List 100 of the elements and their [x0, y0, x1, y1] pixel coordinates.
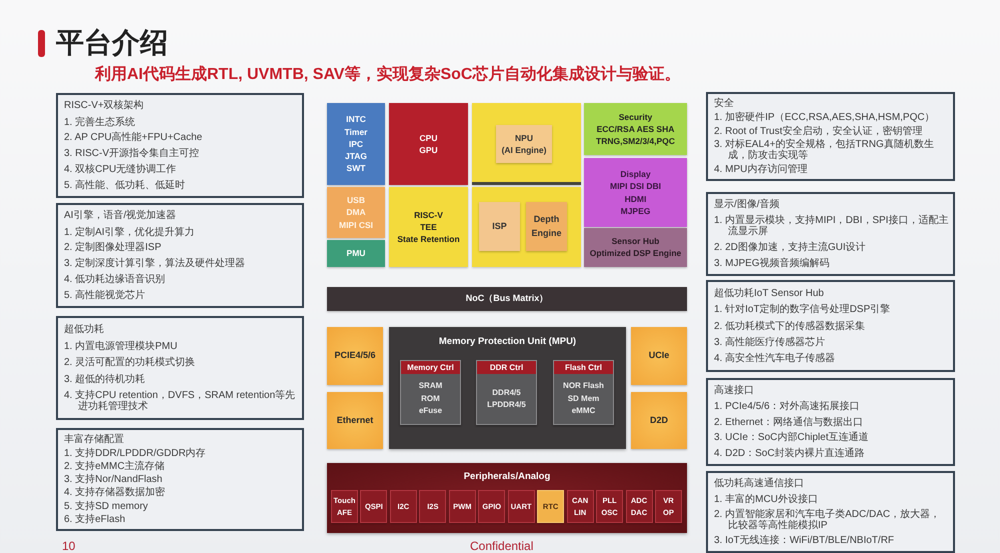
module-label: PCIE4/5/6	[334, 349, 376, 362]
controller-block	[553, 360, 614, 425]
interface-block	[327, 327, 383, 385]
module-block	[327, 240, 385, 267]
module-label: Sensor Hub	[612, 236, 660, 248]
module-label: SRAM	[418, 380, 444, 392]
controller-header: Flash Ctrl	[554, 361, 613, 374]
peripheral-module	[654, 490, 682, 523]
list-item: 3. 定制深度计算引擎，算法及硬件处理器	[64, 258, 246, 270]
module-label: Timer	[344, 126, 368, 138]
module-label: Optimized DSP Engine	[590, 248, 682, 259]
module-label: eFuse	[418, 405, 444, 418]
list-item: 2. 内置智能家居和汽车电子类ADC/DAC，放大器，比较器等高性能模拟IP	[714, 508, 942, 531]
module-label: LPDDR4/5	[486, 399, 527, 411]
list-item: 4. 高安全性汽车电子传感器	[714, 353, 836, 364]
module-label: Security	[618, 110, 652, 123]
peripheral-module	[390, 490, 417, 523]
list-item: 1. 完善生态系统	[64, 116, 136, 128]
module-block	[584, 228, 687, 267]
list-item: 5. 高性能、低功耗、低延时	[64, 180, 186, 191]
list-item: 4. MPU内存访问管理	[714, 164, 808, 175]
list-item: 3. 对标EAL4+的安全规格，包括TRNG真随机数生成，防攻击实现等	[714, 139, 935, 162]
list-item: 1. 针对IoT定制的数字信号处理DSP引擎	[714, 304, 892, 316]
feature-panel	[56, 203, 304, 308]
module-block	[389, 187, 468, 267]
panel-heading: 低功耗高速通信接口	[714, 478, 805, 490]
peripheral-module	[478, 490, 506, 523]
module-label: ISP	[492, 220, 507, 233]
list-item: 2. 定制图像处理器ISP	[64, 242, 162, 254]
module-block	[389, 103, 468, 185]
peripheral-module	[331, 490, 358, 523]
module-block	[584, 103, 687, 155]
module-label: HDMI	[624, 192, 646, 205]
page-number: 10	[62, 539, 76, 553]
list-item: 1. PCIe4/5/6：对外高速拓展接口	[714, 401, 861, 412]
panel-heading: 超低功耗	[64, 324, 105, 336]
feature-panel	[706, 280, 955, 372]
engine-block	[526, 202, 567, 251]
peripheral-module	[596, 490, 624, 523]
module-label: USB	[347, 194, 365, 206]
peripheral-module	[360, 490, 388, 523]
panel-heading: 丰富存储配置	[64, 434, 125, 446]
panel-heading: RISC-V+双核架构	[64, 100, 145, 112]
module-label: SWT	[346, 162, 366, 175]
module-label: Ethernet	[336, 414, 374, 427]
interface-block	[631, 392, 687, 449]
module-label: DMA	[346, 206, 366, 219]
list-item: 2. 支持eMMC主流存储	[64, 461, 166, 472]
module-label: Depth Engine	[530, 213, 562, 240]
controller-block	[476, 360, 537, 425]
confidential-note: Confidential	[470, 539, 534, 553]
module-block	[472, 187, 581, 267]
module-block	[472, 103, 581, 185]
panel-heading: 安全	[714, 98, 735, 110]
panel-heading: 超低功耗IoT Sensor Hub	[714, 288, 825, 300]
peripheral-block	[327, 463, 687, 533]
list-item: 3. IoT无线连接：WiFi/BT/BLE/NBIoT/RF	[714, 534, 896, 546]
list-item: 4. 低功耗边缘语音识别	[64, 274, 166, 285]
module-label: MJPEG	[620, 204, 650, 218]
list-item: 4. 支持CPU retention，DVFS，SRAM retention等先进功耗管理技术	[64, 390, 296, 412]
peripheral-module	[448, 490, 476, 523]
list-item: 4. 支持存储器数据加密	[64, 487, 166, 498]
module-label: eMMC	[570, 405, 596, 418]
module-label: UCIe	[648, 349, 670, 362]
module-label: IPC	[348, 138, 364, 150]
module-label: State Retention	[397, 233, 460, 246]
slide-subtitle: 利用AI代码生成RTL, UVMTB, SAV等，实现复杂SoC芯片自动化集成设计与验证。	[95, 64, 680, 85]
module-label: NOR Flash	[562, 380, 605, 392]
controller-block	[400, 360, 461, 425]
module-label: PMU	[346, 247, 366, 260]
module-block	[327, 187, 385, 238]
module-block	[327, 103, 385, 185]
feature-panel	[706, 471, 955, 553]
list-item: 1. 内置显示模块，支持MIPI，DBI，SPI接口，适配主流显示屏	[714, 215, 949, 238]
panel-heading: AI引擎，语音/视觉加速器	[64, 210, 178, 222]
module-label: JTAG	[344, 150, 368, 162]
module-label: CPU	[420, 132, 438, 144]
list-item: 2. Ethernet：网络通信与数据出口	[714, 416, 864, 428]
module-label: TRNG,SM2/3/4,PQC	[596, 135, 675, 148]
peripheral-module	[566, 490, 594, 523]
interface-block	[327, 392, 383, 449]
module-label: (AI Engine)	[502, 144, 546, 156]
mpu-block	[389, 327, 626, 449]
module-label: NPU	[515, 132, 533, 144]
slide-title: 平台介绍	[56, 26, 168, 60]
feature-panel	[706, 192, 955, 276]
module-label: INTC	[346, 113, 366, 126]
feature-panel	[706, 92, 955, 181]
list-item: 2. AP CPU高性能+FPU+Cache	[64, 132, 204, 144]
peripheral-module	[537, 490, 564, 523]
module-label: MIPI DSI DBI	[610, 180, 661, 192]
list-item: 6. 支持eFlash	[64, 514, 126, 525]
feature-panel	[56, 316, 304, 420]
list-item: 3. RISC-V开源指令集自主可控	[64, 148, 200, 160]
block-title: Memory Protection Unit (MPU)	[438, 336, 578, 347]
module-label: D2D	[650, 414, 668, 427]
interface-block	[631, 327, 687, 385]
list-item: 4. 双核CPU无缝协调工作	[64, 164, 178, 175]
panel-heading: 高速接口	[714, 385, 755, 397]
list-item: 1. 支持DDR/LPDDR/GDDR内存	[64, 448, 207, 459]
